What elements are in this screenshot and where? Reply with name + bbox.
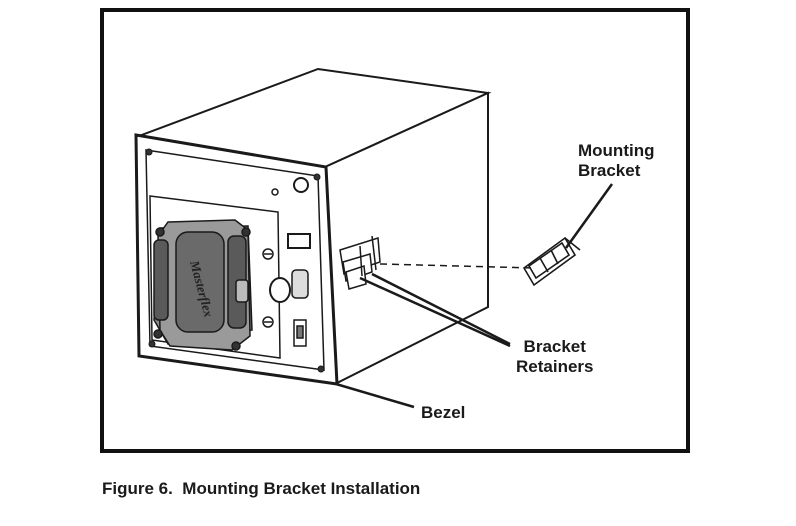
- mounting-bracket-label-line1: Mounting: [578, 141, 655, 160]
- bracket-retainers: [339, 235, 381, 290]
- bezel-label: Bezel: [421, 403, 466, 422]
- bezel-controls: [262, 177, 311, 347]
- mounting-bracket: [522, 236, 581, 287]
- alignment-line: [379, 263, 536, 269]
- leader-lines: [335, 183, 614, 409]
- bracket-retainers-label-line2: Retainers: [516, 357, 594, 376]
- mounting-bracket-label-line2: Bracket: [578, 161, 641, 180]
- pump-head: Masterflex: [153, 219, 253, 351]
- figure-caption: Figure 6. Mounting Bracket Installation: [102, 479, 421, 498]
- bracket-retainers-label: Bracket Retainers: [516, 337, 593, 377]
- bracket-retainers-label-line1: Bracket: [523, 337, 586, 356]
- mounting-bracket-label: Mounting Bracket: [578, 141, 654, 181]
